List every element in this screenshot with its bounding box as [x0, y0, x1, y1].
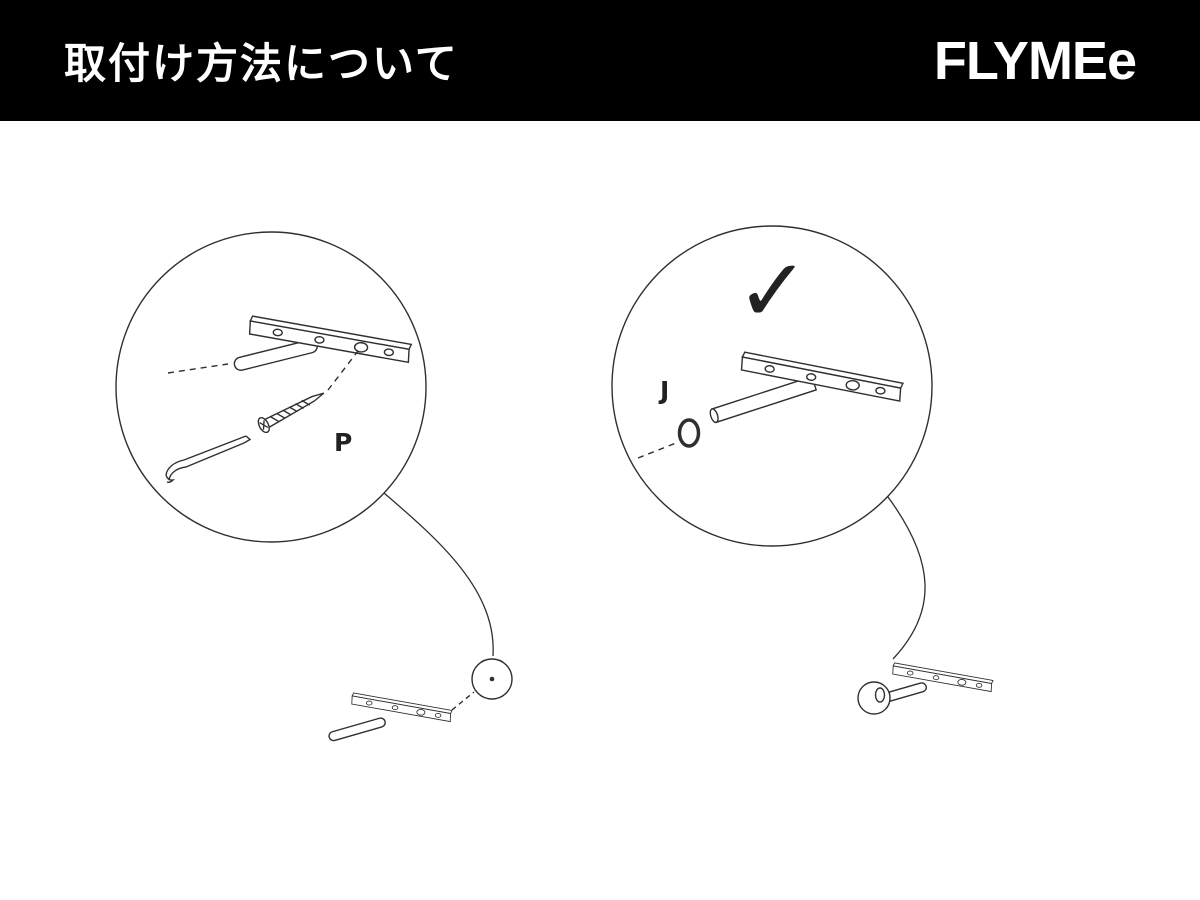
diagram-area: P ✓ — [0, 121, 1200, 900]
left-assembled-group — [328, 658, 513, 742]
o-ring — [677, 418, 701, 448]
right-detail-circle — [611, 225, 933, 547]
installation-diagram: P ✓ — [115, 225, 995, 742]
right-detail-group: ✓ J — [611, 225, 933, 547]
assembled-bracket-left — [350, 692, 454, 723]
mounting-screw — [257, 392, 325, 434]
round-knob — [857, 681, 891, 715]
brand-logo: FLYMEe — [933, 30, 1137, 91]
round-knob-detail — [874, 687, 886, 703]
left-bottom-dashed-guide — [451, 691, 475, 711]
page-title: 取付け方法について — [64, 39, 459, 88]
right-dashed-guide — [637, 442, 677, 459]
hollow-pin — [709, 375, 818, 424]
header-bar: 取付け方法について FLYMEe — [0, 0, 1200, 121]
left-dashed-guide-pin — [167, 363, 229, 374]
part-label-j: J — [658, 376, 669, 405]
left-dashed-guide-screw — [327, 350, 359, 391]
checkmark-icon: ✓ — [736, 239, 810, 342]
callout-curve-right — [887, 496, 926, 660]
right-assembled-group — [857, 662, 995, 715]
callout-curve-left — [383, 492, 494, 657]
part-label-p: P — [334, 428, 352, 457]
assembled-pin-left — [328, 717, 386, 742]
screwdriver-tool-icon — [165, 435, 252, 483]
left-detail-circle — [115, 231, 427, 543]
wall-plug-center-dot — [489, 676, 495, 682]
left-detail-group: P — [115, 231, 427, 543]
